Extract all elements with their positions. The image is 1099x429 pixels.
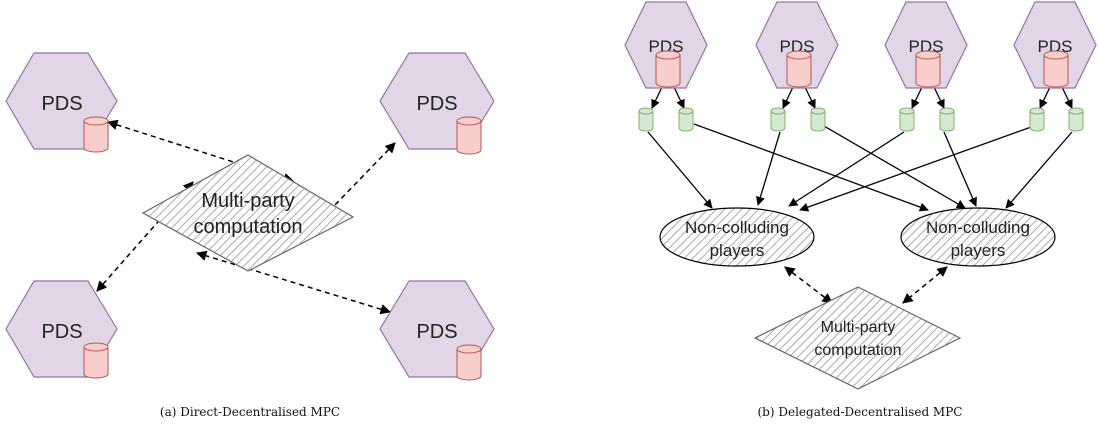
database-icon: [1043, 50, 1069, 88]
database-icon: [83, 342, 109, 379]
pds-label: PDS: [416, 321, 457, 343]
pds-node: PDS: [5, 280, 118, 379]
pds-node: PDS: [624, 1, 708, 89]
share-database-icon: [1068, 107, 1084, 132]
players-ellipse-right: [900, 207, 1056, 267]
arrow-players-left-mpc: [784, 266, 833, 304]
arrow-share: [756, 131, 781, 206]
pds-hexagon: [755, 1, 839, 89]
players-left-line1: Non-colluding: [685, 218, 789, 237]
share-database-icon: [678, 107, 694, 132]
pds-label: PDS: [1038, 37, 1073, 56]
arrow-share: [823, 125, 966, 209]
database-icon: [655, 50, 681, 88]
arrow-split: [651, 86, 663, 109]
arrow-pds4-mpc: [195, 250, 392, 315]
mpc-label-line1: Multi-party: [201, 190, 294, 212]
pds-node: PDS: [1013, 1, 1097, 89]
share-database-icon: [770, 107, 786, 132]
pds-label: PDS: [416, 93, 457, 115]
arrow-split: [1061, 86, 1073, 109]
panel-a: Multi-party computation PDS PDS PDS: [5, 52, 495, 419]
arrow-share: [1005, 131, 1073, 209]
share-database-icon: [638, 107, 654, 132]
share-database-icon: [939, 107, 955, 132]
pds-hexagon: [1013, 1, 1097, 89]
arrow-split: [804, 86, 816, 109]
mpc-label-line2: computation: [814, 342, 901, 359]
arrow-split: [1039, 86, 1051, 109]
database-icon: [915, 50, 941, 88]
mpc-label-line1: Multi-party: [821, 319, 896, 336]
pds-node: PDS: [379, 280, 495, 381]
caption-b: (b) Delegated-Decentralised MPC: [758, 405, 963, 419]
arrow-share: [943, 131, 977, 207]
share-database-icon: [1029, 107, 1045, 132]
database-icon: [456, 344, 482, 381]
arrow-players-right-mpc: [902, 266, 948, 304]
arrow-split: [673, 86, 685, 109]
pds-node: PDS: [755, 1, 839, 89]
pds-hexagon: [884, 1, 968, 89]
arrow-split: [782, 86, 794, 109]
pds-node: PDS: [884, 1, 968, 89]
panel-b: Non-colluding players Non-colluding play…: [624, 1, 1097, 419]
share-database-icon: [899, 107, 915, 132]
arrow-split: [911, 86, 923, 109]
pds-hexagon: [624, 1, 708, 89]
arrow-share: [647, 131, 713, 209]
database-icon: [456, 116, 482, 155]
arrow-share: [788, 131, 905, 207]
share-database-icon: [810, 107, 826, 132]
database-icon: [83, 116, 109, 153]
caption-a: (a) Direct-Decentralised MPC: [160, 405, 340, 419]
arrow-split: [933, 86, 945, 109]
mpc-label-line2: computation: [194, 216, 303, 238]
players-right-line2: players: [951, 241, 1006, 260]
mpc-diamond: [141, 154, 355, 272]
database-icon: [786, 50, 812, 88]
pds-node: PDS: [5, 52, 118, 153]
arrow-share: [799, 125, 1035, 212]
players-left-line2: players: [710, 241, 765, 260]
players-right-line1: Non-colluding: [926, 218, 1030, 237]
pds-label: PDS: [41, 93, 82, 115]
mpc-diamond: [753, 286, 962, 390]
pds-label: PDS: [41, 321, 82, 343]
pds-node: PDS: [379, 52, 495, 155]
players-ellipse-left: [659, 207, 815, 267]
arrow-share: [693, 123, 929, 212]
